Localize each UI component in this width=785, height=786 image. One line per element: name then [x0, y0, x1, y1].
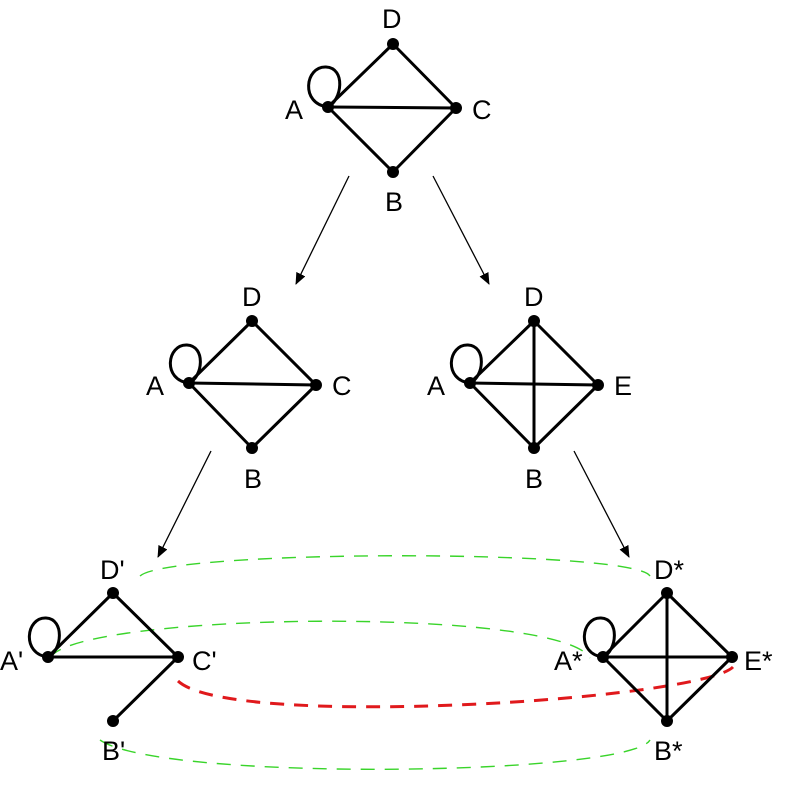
label-br-a: A* [554, 646, 583, 676]
label-bl-d: D' [100, 555, 125, 585]
graph-mid-right [449, 319, 600, 450]
loop-bl-a [27, 616, 61, 659]
label-ml-a: A [146, 371, 164, 401]
edge-top-d-a [326, 42, 395, 109]
node-top-a [322, 101, 334, 113]
edge-mr-d-e [532, 319, 600, 387]
node-br-a [597, 651, 609, 663]
label-top-d: D [382, 4, 402, 34]
edge-br-a-b [601, 655, 669, 723]
node-mr-e [592, 379, 604, 391]
label-mr-d: D [524, 282, 544, 312]
label-mr-e: E [614, 371, 632, 401]
label-top-a: A [285, 95, 303, 125]
label-mr-b: B [525, 464, 543, 494]
node-top-d [387, 38, 399, 50]
graph-mid-left [168, 319, 318, 450]
loop-ml-a [168, 343, 202, 385]
edge-top-c-b [391, 106, 458, 174]
label-ml-d: D [242, 282, 262, 312]
nodes-mid-right [464, 315, 604, 454]
node-ml-c [310, 379, 322, 391]
edge-ml-c-b [250, 383, 318, 450]
green-dash-a [49, 620, 591, 659]
edge-top-a-b [326, 105, 395, 174]
edge-mr-a-b [468, 381, 536, 450]
node-top-c [450, 102, 462, 114]
label-br-d: D* [654, 555, 684, 585]
label-mr-a: A [427, 371, 445, 401]
edge-br-d-e [665, 591, 734, 659]
node-bl-c [172, 651, 184, 663]
label-top-b: B [385, 187, 403, 217]
edge-mr-e-b [532, 383, 600, 450]
node-bl-b [107, 715, 119, 727]
arrow-top-to-mid-left [295, 175, 350, 285]
graph-bottom-left [27, 591, 180, 723]
label-ml-b: B [244, 464, 262, 494]
node-ml-a [183, 377, 195, 389]
node-ml-d [246, 315, 258, 327]
red-dash-c-e [176, 665, 735, 709]
edge-bl-d-c [111, 591, 180, 659]
edge-top-d-c [391, 42, 458, 110]
edge-ml-a-b [187, 381, 254, 450]
edge-bl-c-b [111, 655, 180, 723]
green-dash-b [99, 739, 651, 770]
edge-ml-d-c [250, 319, 318, 387]
loop-top-a [307, 65, 342, 109]
nodes-mid-left [183, 315, 322, 454]
arrow-mid-left-to-bottom-left [157, 450, 212, 558]
node-br-b [661, 715, 673, 727]
edge-top-a-c [326, 105, 458, 110]
arrow-top-to-mid-right [432, 175, 490, 285]
green-dash-d [139, 555, 651, 577]
node-top-b [387, 166, 399, 178]
graph-top [307, 42, 458, 174]
node-br-e [726, 651, 738, 663]
node-bl-a [42, 651, 54, 663]
loop-mr-a [449, 343, 483, 385]
graph-bottom-right [582, 591, 734, 723]
node-mr-a [464, 377, 476, 389]
arrow-mid-right-to-bottom-right [573, 450, 630, 558]
node-bl-d [107, 587, 119, 599]
node-br-d [661, 587, 673, 599]
label-br-b: B* [654, 736, 683, 766]
node-mr-d [528, 315, 540, 327]
label-bl-a: A' [0, 646, 23, 676]
node-mr-b [528, 442, 540, 454]
nodes-bottom-left [42, 587, 184, 727]
label-top-c: C [472, 95, 492, 125]
label-bl-b: B' [102, 736, 125, 766]
nodes-bottom-right [597, 587, 738, 727]
label-br-e: E* [744, 646, 773, 676]
correspondence-lines [49, 555, 735, 770]
loop-br-a [582, 616, 616, 659]
edge-ml-a-c [187, 381, 318, 387]
edge-br-e-b [665, 655, 734, 723]
node-ml-b [246, 442, 258, 454]
nodes-top [322, 38, 462, 178]
label-ml-c: C [332, 371, 352, 401]
label-bl-c: C' [192, 646, 217, 676]
